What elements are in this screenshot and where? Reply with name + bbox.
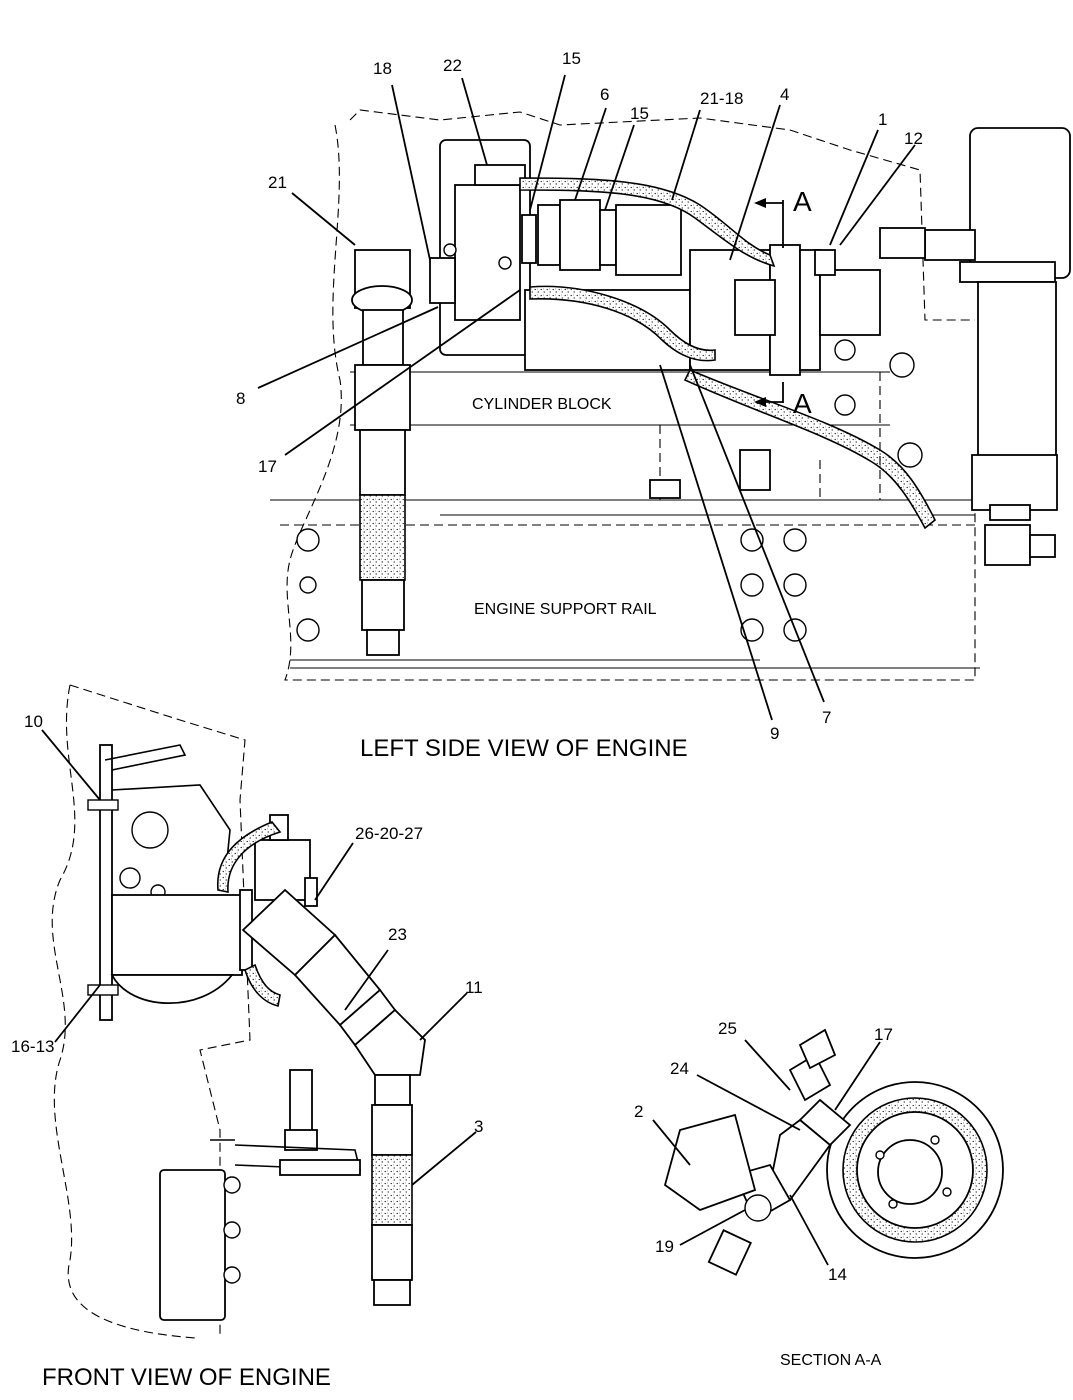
callout-3: 3 (474, 1117, 483, 1136)
callout-15-top: 15 (562, 49, 581, 68)
section-marker-bottom: A (793, 388, 812, 419)
filter-canister (879, 127, 1071, 566)
callout-23: 23 (388, 925, 407, 944)
section-marker-top: A (793, 186, 812, 217)
callout-10: 10 (24, 712, 43, 731)
callout-17: 17 (258, 457, 277, 476)
left-side-view-title: LEFT SIDE VIEW OF ENGINE (360, 735, 688, 762)
callout-22: 22 (443, 56, 462, 75)
section-cut-arrow-bottom-icon (754, 382, 784, 407)
left-vertical-hose (351, 249, 413, 656)
engine-support-rail-label: ENGINE SUPPORT RAIL (474, 601, 657, 618)
left-side-view: A A CYLINDER BLOCK ENGINE SUPPORT RAIL 1… (236, 49, 1071, 762)
callout-24: 24 (670, 1059, 689, 1078)
section-a-a-title: SECTION A-A (780, 1352, 882, 1369)
callout-25: 25 (718, 1019, 737, 1038)
callout-14: 14 (828, 1265, 847, 1284)
rail-bolts (296, 339, 923, 642)
callout-2: 2 (634, 1102, 643, 1121)
section-leaders (652, 1039, 881, 1266)
callout-17-section: 17 (874, 1025, 893, 1044)
callout-16-13: 16-13 (11, 1037, 54, 1056)
left-view-leaders (257, 74, 916, 721)
section-cut-arrow-top-icon (754, 198, 784, 248)
callout-21: 21 (268, 173, 287, 192)
callout-12: 12 (904, 129, 923, 148)
callout-9: 9 (770, 724, 779, 743)
callout-6: 6 (600, 85, 609, 104)
callout-7: 7 (822, 708, 831, 727)
callout-4: 4 (780, 85, 789, 104)
front-view: 10 26-20-27 23 11 16-13 3 FRONT VIEW OF … (11, 684, 483, 1391)
callout-26-20-27: 26-20-27 (355, 824, 423, 843)
callout-1: 1 (878, 110, 887, 129)
valve-assembly (429, 139, 881, 376)
callout-18: 18 (373, 59, 392, 78)
callout-19: 19 (655, 1237, 674, 1256)
front-view-title: FRONT VIEW OF ENGINE (42, 1364, 331, 1391)
section-a-a: 25 17 24 2 19 14 SECTION A-A (634, 1019, 1004, 1369)
cylinder-block-label: CYLINDER BLOCK (472, 396, 612, 413)
front-view-leaders (41, 729, 477, 1186)
callout-8: 8 (236, 389, 245, 408)
callout-15: 15 (630, 104, 649, 123)
callout-21-18: 21-18 (700, 89, 743, 108)
callout-11: 11 (465, 978, 483, 997)
